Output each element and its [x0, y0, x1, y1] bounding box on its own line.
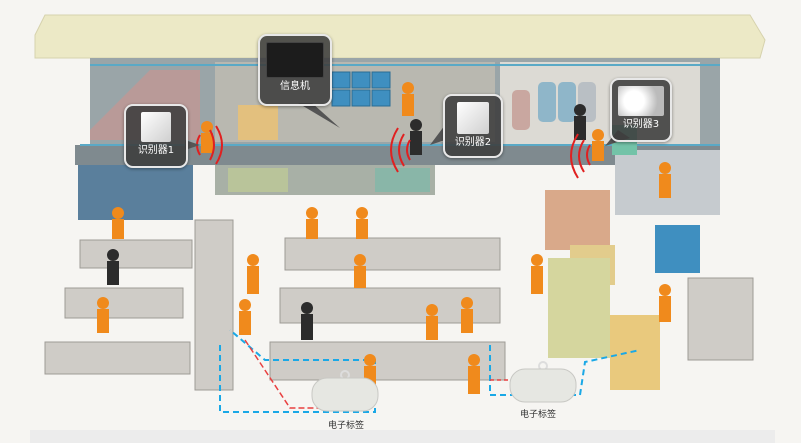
antenna-icon [618, 86, 664, 116]
reader-1-callout: 识别器1 [124, 104, 188, 168]
tag-path-1 [219, 329, 376, 413]
reader-icon [141, 112, 171, 142]
signal-waves [196, 125, 591, 179]
terminal-icon [266, 42, 324, 78]
barrels [512, 82, 596, 130]
tag-2-label: 电子标签 [520, 410, 557, 420]
tag-path-2 [489, 345, 641, 396]
info-terminal-label: 信息机 [280, 81, 310, 92]
box [238, 105, 278, 140]
info-terminal-callout: 信息机 [258, 34, 332, 106]
reader-3-callout: 识别器3 [610, 78, 672, 142]
workers [97, 82, 671, 394]
reader-3-label: 识别器3 [622, 119, 660, 130]
tag-1-label: 电子标签 [328, 421, 365, 431]
electronic-tag-1 [311, 370, 379, 412]
reader-2-label: 识别器2 [454, 137, 492, 148]
supervisors [107, 104, 586, 340]
red-path-1 [244, 339, 320, 409]
reader-icon [457, 102, 489, 134]
office-block [78, 165, 193, 220]
crates [331, 71, 391, 107]
floor-edge [30, 430, 775, 443]
electronic-tag-2 [509, 361, 577, 403]
reader-1-label: 识别器1 [137, 145, 175, 156]
reader-2-callout: 识别器2 [443, 94, 503, 158]
roof [34, 14, 766, 59]
mezzanine-floor [75, 145, 720, 165]
